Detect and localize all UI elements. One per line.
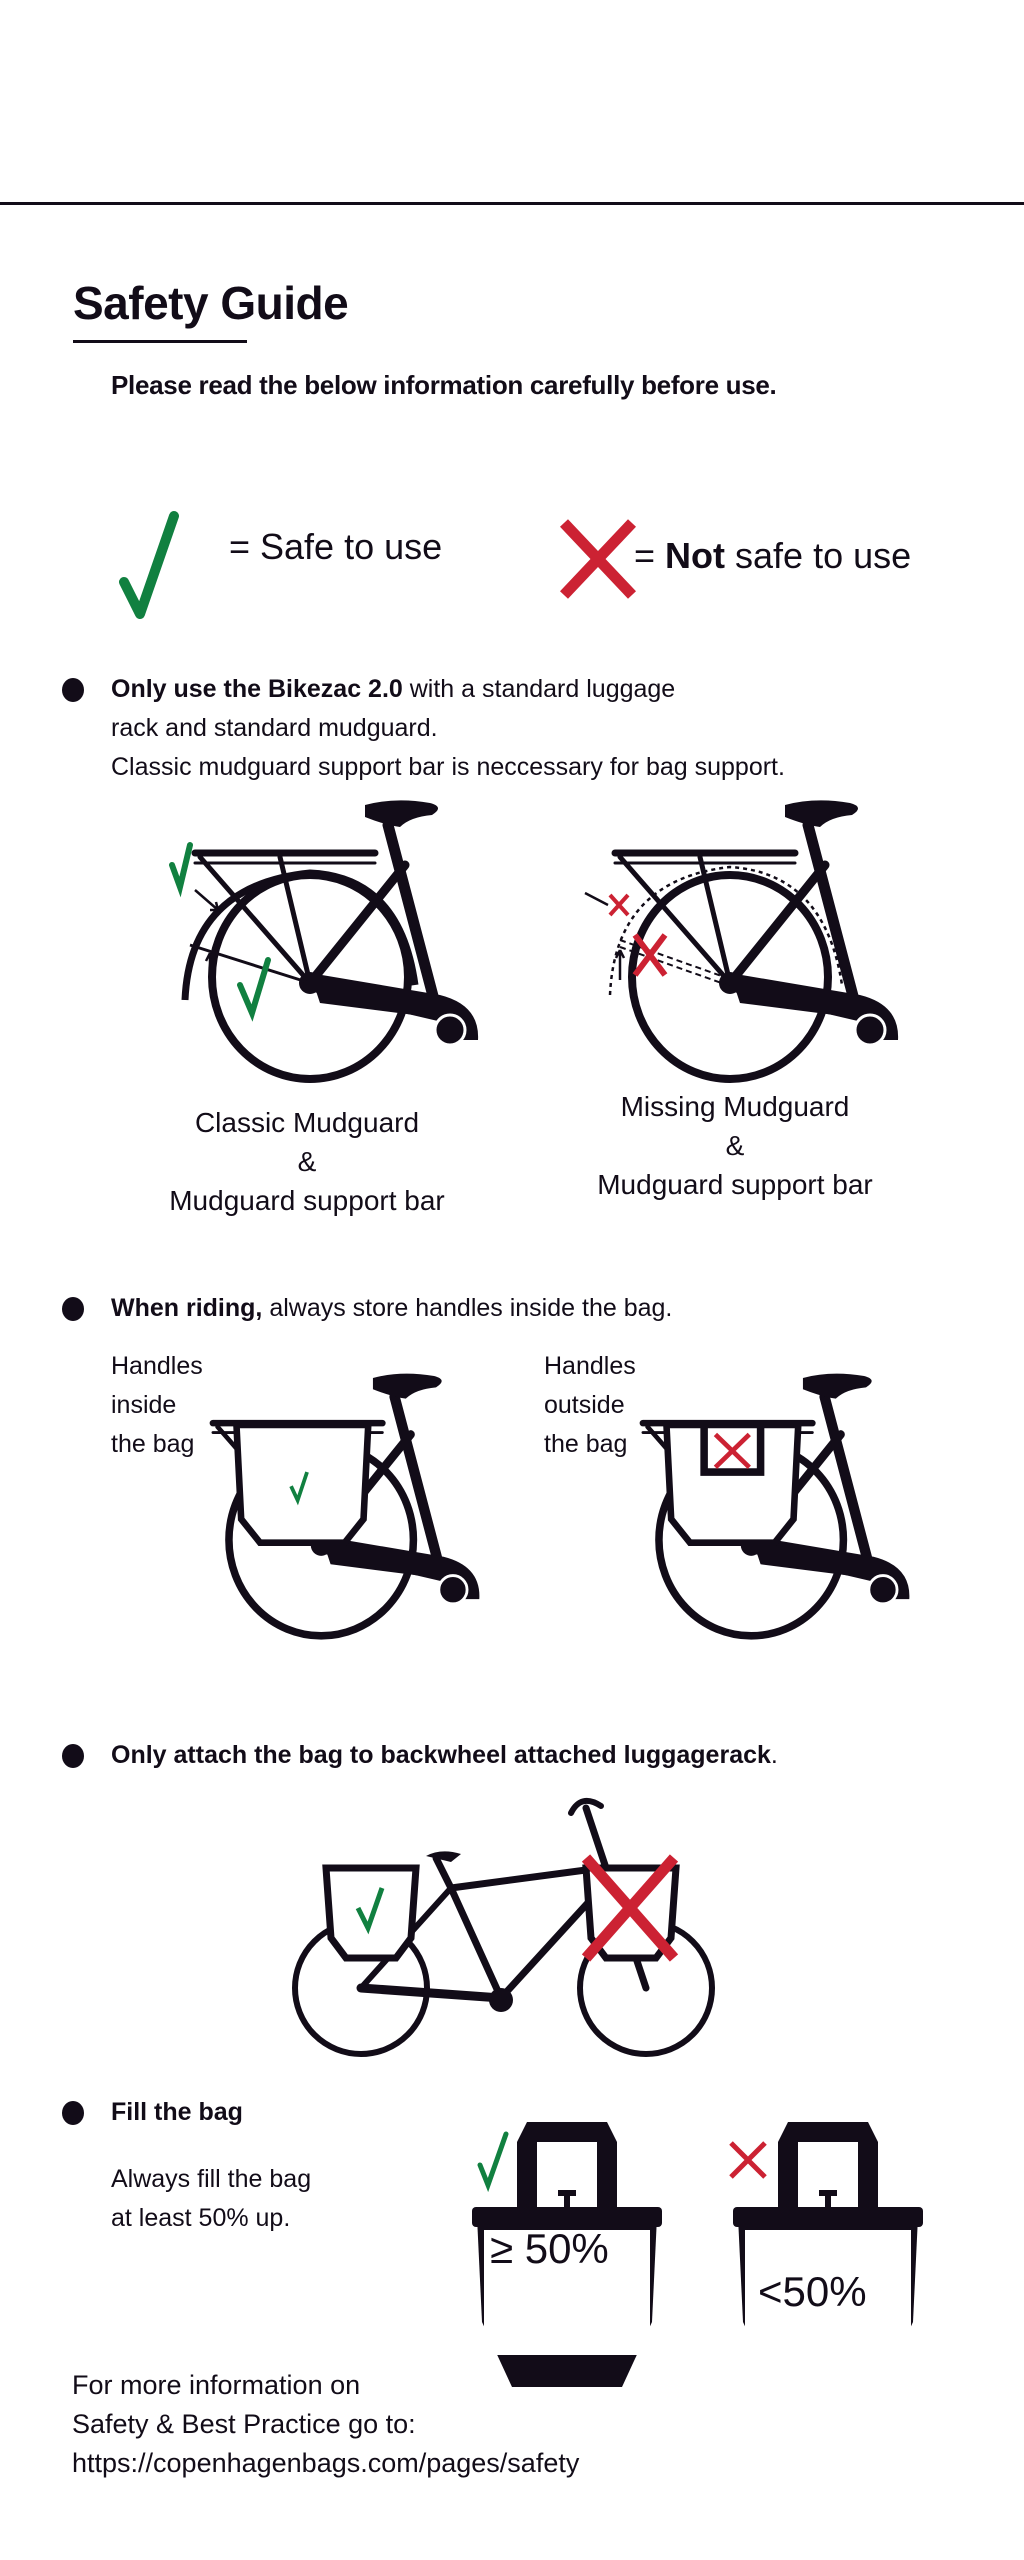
bag-half-full: [472, 2122, 662, 2392]
section-2-text: When riding, always store handles inside…: [111, 1294, 673, 1322]
safe-legend-label: = Safe to use: [229, 526, 443, 567]
section-1-text: Only use the Bikezac 2.0 with a standard…: [111, 675, 785, 781]
header-divider: [0, 202, 1024, 205]
bike-missing-mudguard: [584, 795, 920, 1085]
bag-under-half: [733, 2122, 923, 2405]
bike-full-rack-positions: [292, 1797, 715, 2057]
bike-handles-outside: [610, 1360, 930, 1650]
bullet: [62, 1744, 84, 1768]
section-3-text: Only attach the bag to backwheel attache…: [111, 1741, 778, 1769]
check-icon: [477, 2131, 509, 2193]
bag-label-lt50: <50%: [758, 2268, 867, 2315]
subtitle: Please read the below information carefu…: [111, 370, 777, 400]
cross-icon: [729, 2141, 767, 2179]
bullet: [62, 678, 84, 702]
bike-handles-inside: [180, 1360, 500, 1650]
caption-missing: Missing Mudguard&Mudguard support bar: [597, 1091, 873, 1200]
safety-link[interactable]: https://copenhagenbags.com/pages/safety: [72, 2448, 580, 2478]
cross-icon: [560, 519, 636, 599]
section-4-title: Fill the bag: [111, 2098, 243, 2126]
title-underline: [73, 340, 247, 343]
bag-label-ge50: ≥ 50%: [490, 2225, 609, 2272]
page-title: Safety Guide: [73, 277, 349, 329]
caption-classic: Classic Mudguard&Mudguard support bar: [169, 1107, 445, 1216]
bike-classic-mudguard: [169, 795, 500, 1085]
unsafe-legend-label: = Not safe to use: [634, 535, 912, 576]
bullet: [62, 1297, 84, 1321]
bullet: [62, 2101, 84, 2125]
check-icon: [119, 511, 179, 619]
